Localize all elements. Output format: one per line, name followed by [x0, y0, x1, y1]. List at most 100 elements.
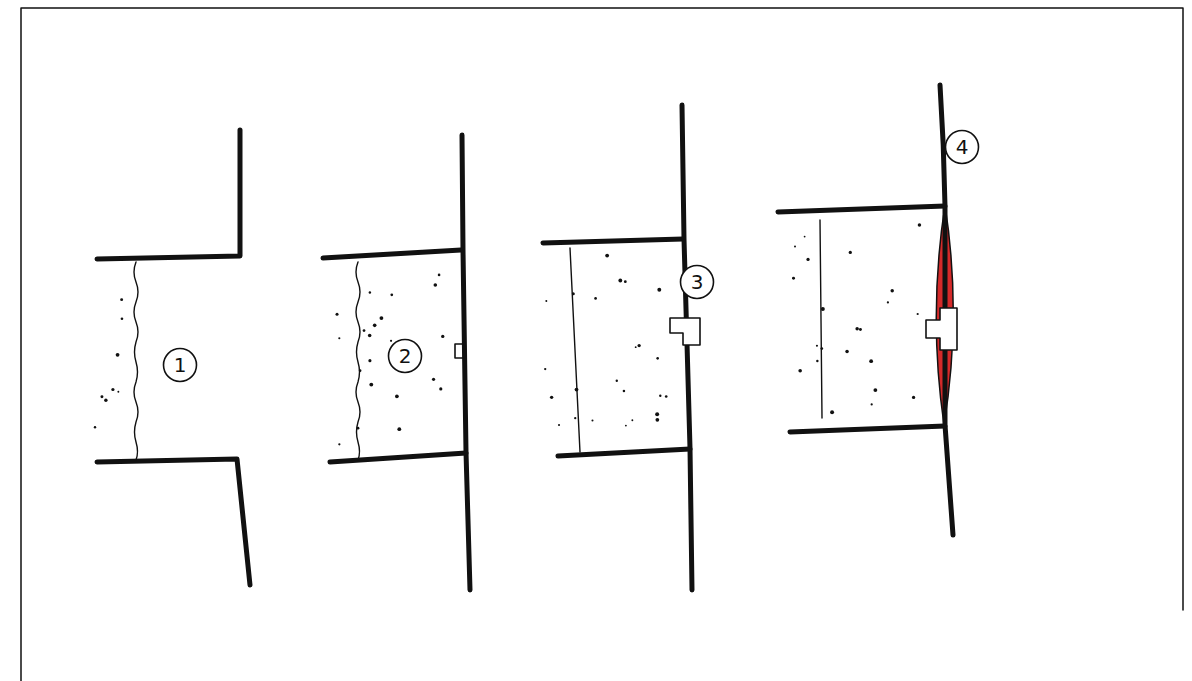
fill-edge	[356, 262, 360, 460]
frame-notch	[455, 344, 464, 358]
aggregate-dot	[804, 236, 806, 238]
aggregate-dot	[359, 369, 362, 372]
aggregate-dot	[373, 324, 377, 328]
aggregate-dot	[816, 360, 818, 362]
aggregate-dot	[94, 426, 96, 428]
fill-edge	[570, 248, 580, 452]
aggregate-dot	[657, 288, 661, 292]
aggregate-dot	[794, 246, 796, 248]
aggregate-dot	[618, 279, 622, 283]
aggregate-dot	[656, 357, 659, 360]
aggregate-dot	[558, 424, 560, 426]
aggregate-dot	[390, 340, 392, 342]
aggregate-dot	[605, 254, 609, 258]
aggregate-dot	[338, 443, 340, 445]
aggregate-dot	[390, 293, 393, 296]
wall-lines	[97, 130, 250, 585]
aggregate-dot	[792, 277, 795, 280]
aggregate-dot	[591, 419, 593, 421]
aggregate-dot	[575, 388, 579, 392]
aggregate-dot	[887, 301, 889, 303]
callout-number: 3	[691, 272, 704, 292]
frame-border	[21, 8, 1183, 681]
aggregate-dot	[116, 353, 120, 357]
aggregate-dot	[545, 300, 547, 302]
callout-number: 1	[174, 355, 187, 375]
aggregate-dot	[624, 280, 627, 283]
aggregate-dot	[572, 292, 575, 295]
aggregate-dot	[859, 328, 862, 331]
aggregate-dot	[912, 396, 915, 399]
aggregate-dot	[830, 410, 834, 414]
aggregate-dot	[665, 395, 668, 398]
aggregate-dot	[659, 395, 661, 397]
aggregate-dot	[849, 251, 852, 254]
callout-number: 2	[399, 346, 412, 366]
wall-lines	[778, 85, 953, 535]
aggregate-dot	[890, 289, 893, 292]
aggregate-dot	[338, 337, 340, 339]
aggregate-dot	[432, 378, 435, 381]
callout-ring	[164, 349, 197, 382]
window-frame	[670, 318, 700, 345]
aggregate-dot	[855, 327, 858, 330]
aggregate-dot	[820, 347, 823, 350]
aggregate-dot	[594, 297, 597, 300]
aggregate-dot	[821, 307, 825, 311]
aggregate-texture	[94, 223, 921, 445]
aggregate-dot	[625, 425, 627, 427]
aggregate-dot	[438, 274, 441, 277]
aggregate-dot	[869, 359, 873, 363]
aggregate-dot	[104, 399, 107, 402]
wall-lines	[323, 135, 470, 590]
aggregate-dot	[397, 427, 401, 431]
aggregate-dot	[434, 283, 438, 287]
aggregate-dot	[631, 419, 633, 421]
callout-circle: 2	[387, 338, 423, 374]
aggregate-dot	[369, 291, 371, 293]
wall-lines	[543, 105, 692, 590]
aggregate-dot	[111, 388, 114, 391]
aggregate-dot	[117, 391, 119, 393]
aggregate-dot	[637, 344, 640, 347]
aggregate-dot	[368, 334, 372, 338]
callout-circle: 3	[679, 264, 715, 300]
aggregate-dot	[544, 368, 546, 370]
fill-edge	[134, 262, 138, 460]
aggregate-dot	[395, 394, 399, 398]
aggregate-dot	[616, 379, 618, 381]
callout-circle: 1	[162, 347, 198, 383]
aggregate-dot	[798, 369, 802, 373]
aggregate-dot	[816, 345, 818, 347]
aggregate-dot	[918, 223, 921, 226]
aggregate-dot	[121, 317, 124, 320]
aggregate-dot	[439, 387, 442, 390]
aggregate-dot	[574, 417, 576, 419]
aggregate-dot	[379, 316, 383, 320]
aggregate-dot	[100, 395, 103, 398]
callout-ring	[389, 340, 422, 373]
callout-ring	[681, 266, 714, 299]
aggregate-dot	[635, 346, 637, 348]
aggregate-dot	[845, 350, 849, 354]
aggregate-dot	[550, 396, 553, 399]
aggregate-dot	[369, 383, 373, 387]
aggregate-dot	[623, 390, 626, 393]
callout-ring	[946, 131, 979, 164]
aggregate-dot	[363, 329, 366, 332]
callout-circle: 4	[944, 129, 980, 165]
aggregate-dot	[357, 427, 360, 430]
aggregate-dot	[655, 412, 659, 416]
aggregate-dot	[871, 403, 873, 405]
aggregate-dot	[368, 359, 371, 362]
aggregate-dot	[336, 313, 339, 316]
aggregate-dot	[873, 388, 877, 392]
aggregate-dot	[441, 335, 444, 338]
aggregate-dot	[917, 313, 919, 315]
callout-number: 4	[956, 137, 969, 157]
fill-edge	[820, 220, 822, 418]
aggregate-dot	[655, 418, 659, 422]
